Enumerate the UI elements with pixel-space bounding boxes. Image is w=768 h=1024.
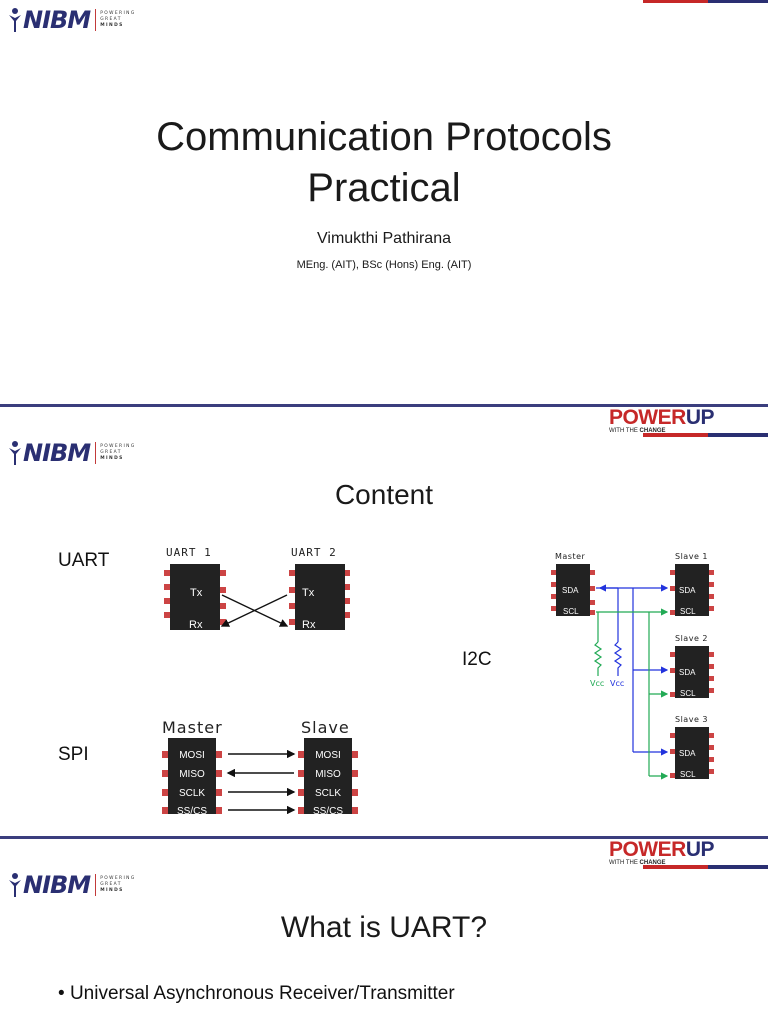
uart2-chip: Tx Rx bbox=[289, 564, 350, 631]
person-icon bbox=[9, 441, 21, 465]
vcc-label-2: Vcc bbox=[610, 679, 624, 688]
powerup-logo: POWERUP WITH THE CHANGE bbox=[608, 407, 715, 434]
uart-diagram: UART 1 UART 2 Tx Rx Tx Rx bbox=[164, 546, 350, 631]
spi-slave-sclk: SCLK bbox=[315, 788, 341, 799]
uart1-label: UART 1 bbox=[166, 546, 212, 559]
powerup-bar-red bbox=[643, 865, 708, 869]
uart-rx-to-tx-arrow bbox=[220, 594, 288, 627]
author-name: Vimukthi Pathirana bbox=[317, 230, 451, 247]
person-icon bbox=[9, 873, 21, 897]
vcc-label-1: Vcc bbox=[590, 679, 604, 688]
uart1-chip: Tx Rx bbox=[164, 564, 226, 631]
i2c-scl-bus bbox=[596, 608, 669, 780]
spi-slave-miso: MISO bbox=[315, 769, 341, 780]
uart2-label: UART 2 bbox=[291, 546, 337, 559]
i2c-slave2-scl: SCL bbox=[680, 689, 696, 698]
top-accent-red bbox=[643, 0, 708, 3]
i2c-slave3-label: Slave 3 bbox=[675, 715, 708, 724]
uart1-rx: Rx bbox=[189, 619, 203, 631]
spi-diagram: Master Slave MOSI MISO SCLK SS/CS MOSI M… bbox=[162, 718, 358, 816]
spi-slave-mosi: MOSI bbox=[315, 750, 341, 761]
i2c-slave3-scl: SCL bbox=[680, 770, 696, 779]
author-credentials: MEng. (AIT), BSc (Hons) Eng. (AIT) bbox=[296, 259, 472, 271]
spi-slave-label: Slave bbox=[301, 718, 350, 737]
content-title: Content bbox=[334, 479, 434, 510]
spi-master-chip: MOSI MISO SCLK SS/CS bbox=[162, 738, 222, 816]
spi-master-label: Master bbox=[162, 718, 223, 737]
powerup-bar-red bbox=[643, 433, 708, 437]
i2c-master-scl: SCL bbox=[563, 607, 579, 616]
spi-master-sclk: SCLK bbox=[179, 788, 205, 799]
scl-pullup-resistor bbox=[593, 641, 603, 676]
presentation-title-line1: Communication Protocols bbox=[156, 115, 612, 159]
spi-master-miso: MISO bbox=[179, 769, 205, 780]
powerup-logo: POWERUP WITH THE CHANGE bbox=[608, 839, 715, 866]
i2c-slave3-chip: SDA SCL bbox=[670, 727, 714, 779]
logo-wordmark: NIBM bbox=[23, 871, 91, 899]
bullet-item: • Universal Asynchronous Receiver/Transm… bbox=[58, 983, 455, 1004]
person-icon bbox=[9, 8, 21, 32]
logo-divider bbox=[95, 9, 97, 31]
logo-divider bbox=[95, 874, 97, 896]
i2c-slave1-sda: SDA bbox=[679, 586, 696, 595]
sda-pullup-resistor bbox=[613, 641, 623, 676]
slide-divider-1 bbox=[0, 404, 768, 407]
slide-divider-2 bbox=[0, 836, 768, 839]
logo-divider bbox=[95, 442, 97, 464]
i2c-sda-bus bbox=[596, 584, 669, 756]
i2c-master-chip: SDA SCL bbox=[551, 564, 595, 616]
label-uart: UART bbox=[58, 550, 110, 571]
spi-master-sscs: SS/CS bbox=[177, 806, 207, 816]
i2c-slave1-scl: SCL bbox=[680, 607, 696, 616]
uart2-tx: Tx bbox=[302, 587, 315, 599]
spi-slave-chip: MOSI MISO SCLK SS/CS bbox=[298, 738, 358, 816]
logo-wordmark: NIBM bbox=[23, 6, 91, 34]
label-i2c: I2C bbox=[462, 649, 492, 670]
powerup-bar-navy bbox=[708, 865, 768, 869]
i2c-diagram: Master Slave 1 Slave 2 Slave 3 SDA SCL S… bbox=[551, 552, 714, 780]
label-spi: SPI bbox=[58, 744, 89, 765]
uart1-tx: Tx bbox=[190, 587, 203, 599]
spi-slave-sscs: SS/CS bbox=[313, 806, 343, 816]
i2c-slave3-sda: SDA bbox=[679, 749, 696, 758]
i2c-master-label: Master bbox=[555, 552, 586, 561]
logo-wordmark: NIBM bbox=[23, 439, 91, 467]
presentation-title-line2: Practical bbox=[307, 166, 461, 210]
uart-title: What is UART? bbox=[280, 911, 488, 944]
i2c-slave1-label: Slave 1 bbox=[675, 552, 708, 561]
i2c-slave2-chip: SDA SCL bbox=[670, 646, 714, 698]
i2c-slave2-label: Slave 2 bbox=[675, 634, 708, 643]
i2c-slave2-sda: SDA bbox=[679, 668, 696, 677]
i2c-slave1-chip: SDA SCL bbox=[670, 564, 714, 616]
i2c-master-sda: SDA bbox=[562, 586, 579, 595]
spi-master-mosi: MOSI bbox=[179, 750, 205, 761]
uart2-rx: Rx bbox=[302, 619, 316, 631]
powerup-bar-navy bbox=[708, 433, 768, 437]
top-accent-navy bbox=[708, 0, 768, 3]
